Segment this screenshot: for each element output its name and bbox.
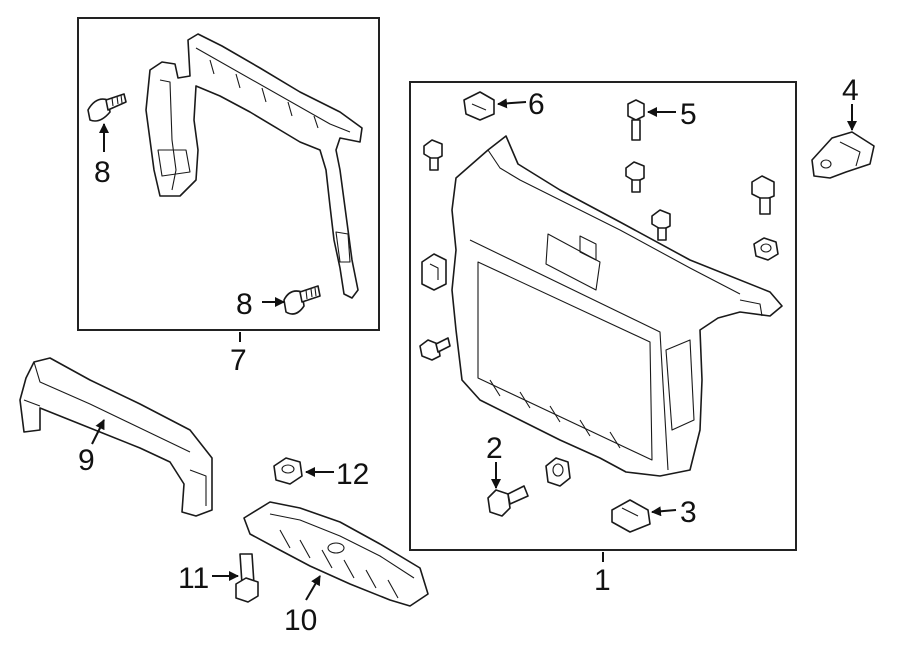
callout-8-upper: 8 xyxy=(94,156,111,189)
radiator-support-group-frame xyxy=(409,81,797,551)
callout-12: 12 xyxy=(336,458,369,491)
callout-4: 4 xyxy=(842,74,859,107)
callout-10: 10 xyxy=(284,604,317,637)
nut-loose[interactable] xyxy=(545,457,571,487)
leader-line-6 xyxy=(497,98,527,109)
nut-part-12[interactable] xyxy=(273,457,303,485)
callout-7: 7 xyxy=(230,344,247,377)
bolt-fastener-d[interactable] xyxy=(751,175,775,215)
callout-5: 5 xyxy=(680,98,697,131)
callout-2: 2 xyxy=(486,432,503,465)
callout-3: 3 xyxy=(680,496,697,529)
pin-fastener-g[interactable] xyxy=(419,337,451,361)
lower-air-deflector-part-9[interactable] xyxy=(19,357,213,517)
u-nut-part-6[interactable] xyxy=(463,91,495,121)
pin-fastener-a[interactable] xyxy=(423,139,443,171)
pin-fastener-c[interactable] xyxy=(651,209,671,241)
bolt-part-2[interactable] xyxy=(487,485,529,517)
callout-11: 11 xyxy=(178,562,209,595)
u-nut-part-3[interactable] xyxy=(611,499,651,533)
leader-line-10 xyxy=(305,575,321,601)
radiator-support-part[interactable] xyxy=(451,135,783,477)
callout-9: 9 xyxy=(78,444,95,477)
push-pin-lower[interactable] xyxy=(283,285,321,315)
leader-line-3 xyxy=(651,506,677,517)
callout-1: 1 xyxy=(594,564,611,597)
deflector-group-frame xyxy=(77,17,380,331)
leader-line-9 xyxy=(91,419,105,445)
clip-fastener-f[interactable] xyxy=(421,253,447,291)
callout-8-lower: 8 xyxy=(236,288,253,321)
bolt-part-5[interactable] xyxy=(627,99,645,141)
shield-part-10[interactable] xyxy=(243,501,429,607)
upper-air-deflector-part[interactable] xyxy=(145,33,363,299)
nut-fastener-e[interactable] xyxy=(753,237,779,261)
push-pin-upper[interactable] xyxy=(87,93,127,122)
bolt-part-11[interactable] xyxy=(235,553,259,603)
callout-6: 6 xyxy=(528,88,545,121)
bracket-part-4[interactable] xyxy=(811,131,875,179)
pin-fastener-b[interactable] xyxy=(625,161,645,193)
